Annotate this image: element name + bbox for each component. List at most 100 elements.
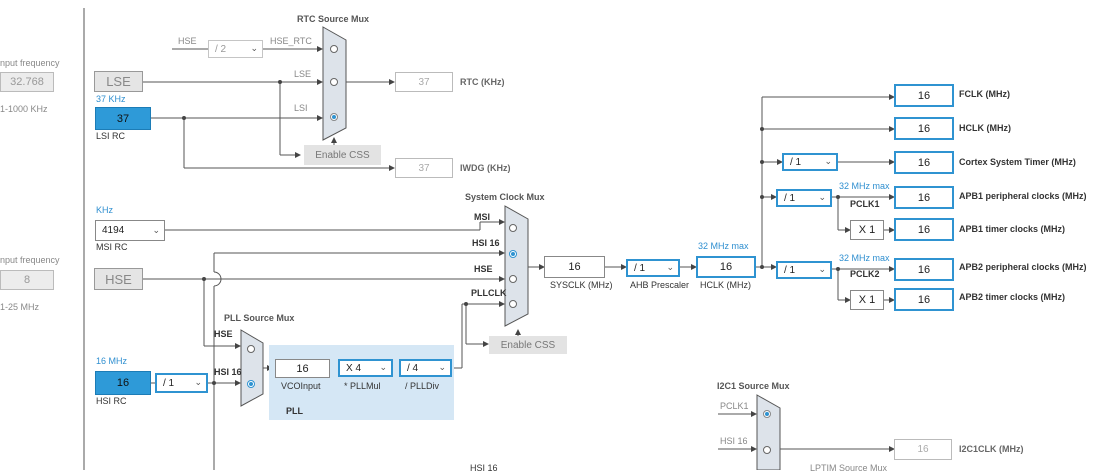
apb1-prescaler-select[interactable]: / 1 ⌄ <box>776 189 832 207</box>
i2c1-hsi16-radio[interactable] <box>763 446 771 454</box>
sysclk-enable-css-button[interactable]: Enable CSS <box>489 336 567 354</box>
i2c1-source-mux <box>756 394 781 470</box>
apb2-timer-value-field[interactable]: 16 <box>894 288 954 311</box>
pll-div-select[interactable]: / 4 ⌄ <box>399 359 452 377</box>
lsi-frequency-label: 37 KHz <box>96 94 126 104</box>
cortex-timer-divider-select[interactable]: / 1 ⌄ <box>782 153 838 171</box>
lse-input-frequency-field[interactable]: 32.768 <box>0 72 54 92</box>
rtc-source-mux-title: RTC Source Mux <box>297 14 370 24</box>
pll-mul-label: * PLLMul <box>344 381 381 391</box>
vco-input-label: VCOInput <box>281 381 321 391</box>
rtc-lse-radio[interactable] <box>330 78 338 86</box>
ahb-prescaler-label: AHB Prescaler <box>630 280 690 290</box>
rtc-enable-css-button[interactable]: Enable CSS <box>304 145 381 165</box>
msi-rc-label: MSI RC <box>96 242 128 252</box>
system-clock-mux <box>504 205 529 327</box>
lsi-rc-block[interactable]: 37 <box>95 107 151 130</box>
lsi-rc-label: LSI RC <box>96 131 126 141</box>
pll-mul-value: X 4 <box>346 362 362 374</box>
apb1-periph-value-field[interactable]: 16 <box>894 186 954 209</box>
msi-frequency-value: 4194 <box>102 225 125 236</box>
hclk-output-field[interactable]: 16 <box>894 117 954 140</box>
i2c1-pclk1-radio[interactable] <box>763 410 771 418</box>
sysclk-label: SYSCLK (MHz) <box>550 280 613 290</box>
apb1-timer-value-field[interactable]: 16 <box>894 218 954 241</box>
rtc-hse-radio[interactable] <box>330 45 338 53</box>
apb2-prescaler-select[interactable]: / 1 ⌄ <box>776 261 832 279</box>
hse-source-block[interactable]: HSE <box>94 268 143 290</box>
fclk-value-field[interactable]: 16 <box>894 84 954 107</box>
hsi-rc-block[interactable]: 16 <box>95 371 151 395</box>
bottom-hsi16-label: HSI 16 <box>470 463 498 473</box>
chevron-down-icon: ⌄ <box>438 361 446 372</box>
hse-rtc-label: HSE_RTC <box>270 36 312 46</box>
lse-source-block[interactable]: LSE <box>94 71 143 92</box>
hclk-max-label: 32 MHz max <box>698 241 749 251</box>
pll-hsi16-label: HSI 16 <box>214 367 242 377</box>
pclk1-label: PCLK1 <box>850 199 880 209</box>
cortex-timer-label: Cortex System Timer (MHz) <box>959 157 1076 167</box>
chevron-down-icon: ⌄ <box>379 361 387 372</box>
hclk-output-label: HCLK (MHz) <box>959 123 1011 133</box>
system-clock-mux-title: System Clock Mux <box>465 192 545 202</box>
lse-range-label: 1-1000 KHz <box>0 104 48 114</box>
rtc-lsi-radio[interactable] <box>330 113 338 121</box>
chevron-down-icon: ⌄ <box>666 261 674 272</box>
pll-source-mux-title: PLL Source Mux <box>224 313 295 323</box>
pll-area-label: PLL <box>286 406 303 416</box>
pll-mul-select[interactable]: X 4 ⌄ <box>338 359 393 377</box>
vco-input-field[interactable]: 16 <box>275 359 330 378</box>
chevron-down-icon: ⌄ <box>818 191 826 202</box>
pll-hse-label: HSE <box>214 329 233 339</box>
rtc-hse-divider-select[interactable]: / 2 ⌄ <box>208 40 263 58</box>
apb1-timer-multiplier: X 1 <box>850 220 884 240</box>
hclk-label: HCLK (MHz) <box>700 280 751 290</box>
sysclk-value-field[interactable]: 16 <box>544 256 605 278</box>
lptim-source-mux-title: LPTIM Source Mux <box>810 463 888 473</box>
hse-range-label: 1-25 MHz <box>0 302 40 312</box>
apb2-timer-label: APB2 timer clocks (MHz) <box>959 292 1066 302</box>
ahb-prescaler-select[interactable]: / 1 ⌄ <box>626 259 680 277</box>
rtc-value-field[interactable]: 37 <box>395 72 453 92</box>
pll-div-label: / PLLDiv <box>405 381 440 391</box>
hsi-rc-label: HSI RC <box>96 396 127 406</box>
hse-input-frequency-field[interactable]: 8 <box>0 270 54 290</box>
sysclk-hsi16-radio[interactable] <box>509 250 517 258</box>
hsi-divider-value: / 1 <box>163 377 175 389</box>
msi-unit-label: KHz <box>96 205 114 215</box>
apb2-periph-value-field[interactable]: 16 <box>894 258 954 281</box>
lse-input-frequency-label: nput frequency <box>0 58 60 68</box>
apb1-periph-label: APB1 peripheral clocks (MHz) <box>959 191 1087 201</box>
apb1-timer-label: APB1 timer clocks (MHz) <box>959 224 1066 234</box>
sysclk-msi-radio[interactable] <box>509 224 517 232</box>
chevron-down-icon: ⌄ <box>250 42 258 53</box>
pll-div-value: / 4 <box>407 362 419 374</box>
chevron-down-icon: ⌄ <box>152 224 160 235</box>
sysclk-hse-radio[interactable] <box>509 275 517 283</box>
rtc-output-label: RTC (KHz) <box>460 77 505 87</box>
pll-hse-radio[interactable] <box>247 345 255 353</box>
i2c1-value-field[interactable]: 16 <box>894 439 952 460</box>
msi-frequency-select[interactable]: 4194 ⌄ <box>95 220 165 241</box>
i2c1-output-label: I2C1CLK (MHz) <box>959 444 1024 454</box>
hclk-value-field[interactable]: 16 <box>696 256 756 278</box>
chevron-down-icon: ⌄ <box>194 376 202 387</box>
hsi-divider-select[interactable]: / 1 ⌄ <box>155 373 208 393</box>
iwdg-output-label: IWDG (KHz) <box>460 163 511 173</box>
rtc-lse-label: LSE <box>294 69 312 79</box>
sysclk-hse-label: HSE <box>474 264 493 274</box>
sysclk-pllclk-radio[interactable] <box>509 300 517 308</box>
iwdg-value-field[interactable]: 37 <box>395 158 453 178</box>
pll-source-mux <box>240 329 264 407</box>
rtc-hse-divider-value: / 2 <box>215 43 227 55</box>
rtc-hse-label: HSE <box>178 36 197 46</box>
i2c1-pclk1-label: PCLK1 <box>720 401 749 411</box>
pll-hsi16-radio[interactable] <box>247 380 255 388</box>
chevron-down-icon: ⌄ <box>818 263 826 274</box>
sysclk-msi-label: MSI <box>474 212 491 222</box>
pll-area <box>269 345 454 420</box>
cortex-timer-divider-value: / 1 <box>790 156 802 168</box>
cortex-timer-value-field[interactable]: 16 <box>894 151 954 174</box>
ahb-prescaler-value: / 1 <box>634 262 646 274</box>
